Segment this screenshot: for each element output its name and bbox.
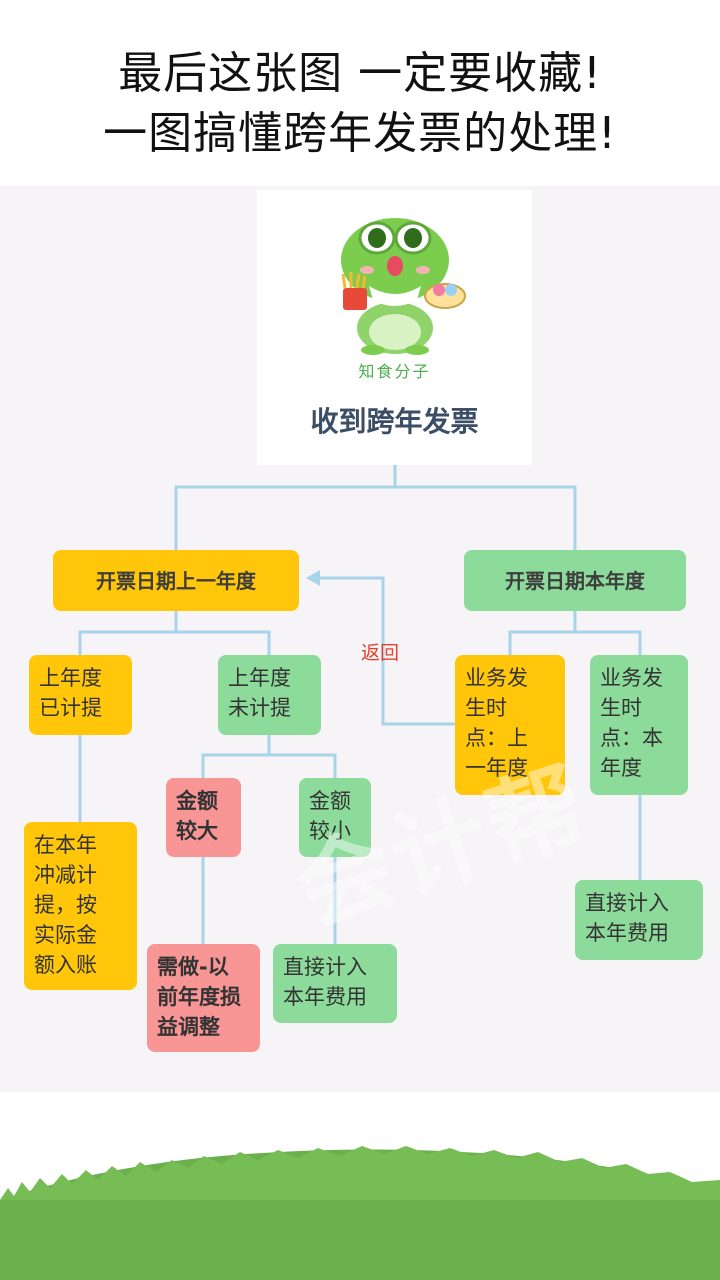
node-prior-year-accrued: 上年度 已计提 [29, 655, 132, 735]
node-prior-period-adjustment: 需做-以 前年度损 益调整 [147, 944, 260, 1052]
logo-card: 知食分子 收到跨年发票 [257, 190, 532, 465]
node-current-year-invoice: 开票日期本年度 [464, 550, 686, 611]
node-current-expense: 直接计入 本年费用 [575, 880, 703, 960]
left-branch-connector [78, 611, 271, 655]
node-business-current-year: 业务发 生时 点：本 年度 [590, 655, 688, 795]
return-arrow-head [306, 570, 320, 586]
root-connector [174, 465, 577, 550]
node-prior-year-invoice: 开票日期上一年度 [53, 550, 299, 611]
right-branch-connector [508, 611, 642, 655]
frog-mascot-icon [341, 218, 466, 355]
brand-name: 知食分子 [358, 362, 431, 381]
not-accrued-connector [201, 735, 337, 778]
return-arrow-line [318, 576, 455, 726]
return-label: 返回 [361, 642, 400, 664]
headline-line-1: 最后这张图 一定要收藏! [118, 48, 602, 99]
headline-line-2: 一图搞懂跨年发票的处理! [103, 108, 617, 159]
node-prior-year-not-accrued: 上年度 未计提 [218, 655, 321, 735]
node-amount-large: 金额 较大 [166, 778, 241, 857]
node-amount-small: 金额 较小 [299, 778, 371, 857]
node-small-expense: 直接计入 本年费用 [273, 944, 397, 1023]
root-node: 收到跨年发票 [310, 405, 479, 438]
node-business-prior-year: 业务发 生时 点：上 一年度 [455, 655, 565, 795]
grass-decoration [0, 1146, 720, 1280]
node-accrued-result: 在本年 冲减计 提，按 实际金 额入账 [24, 822, 137, 990]
